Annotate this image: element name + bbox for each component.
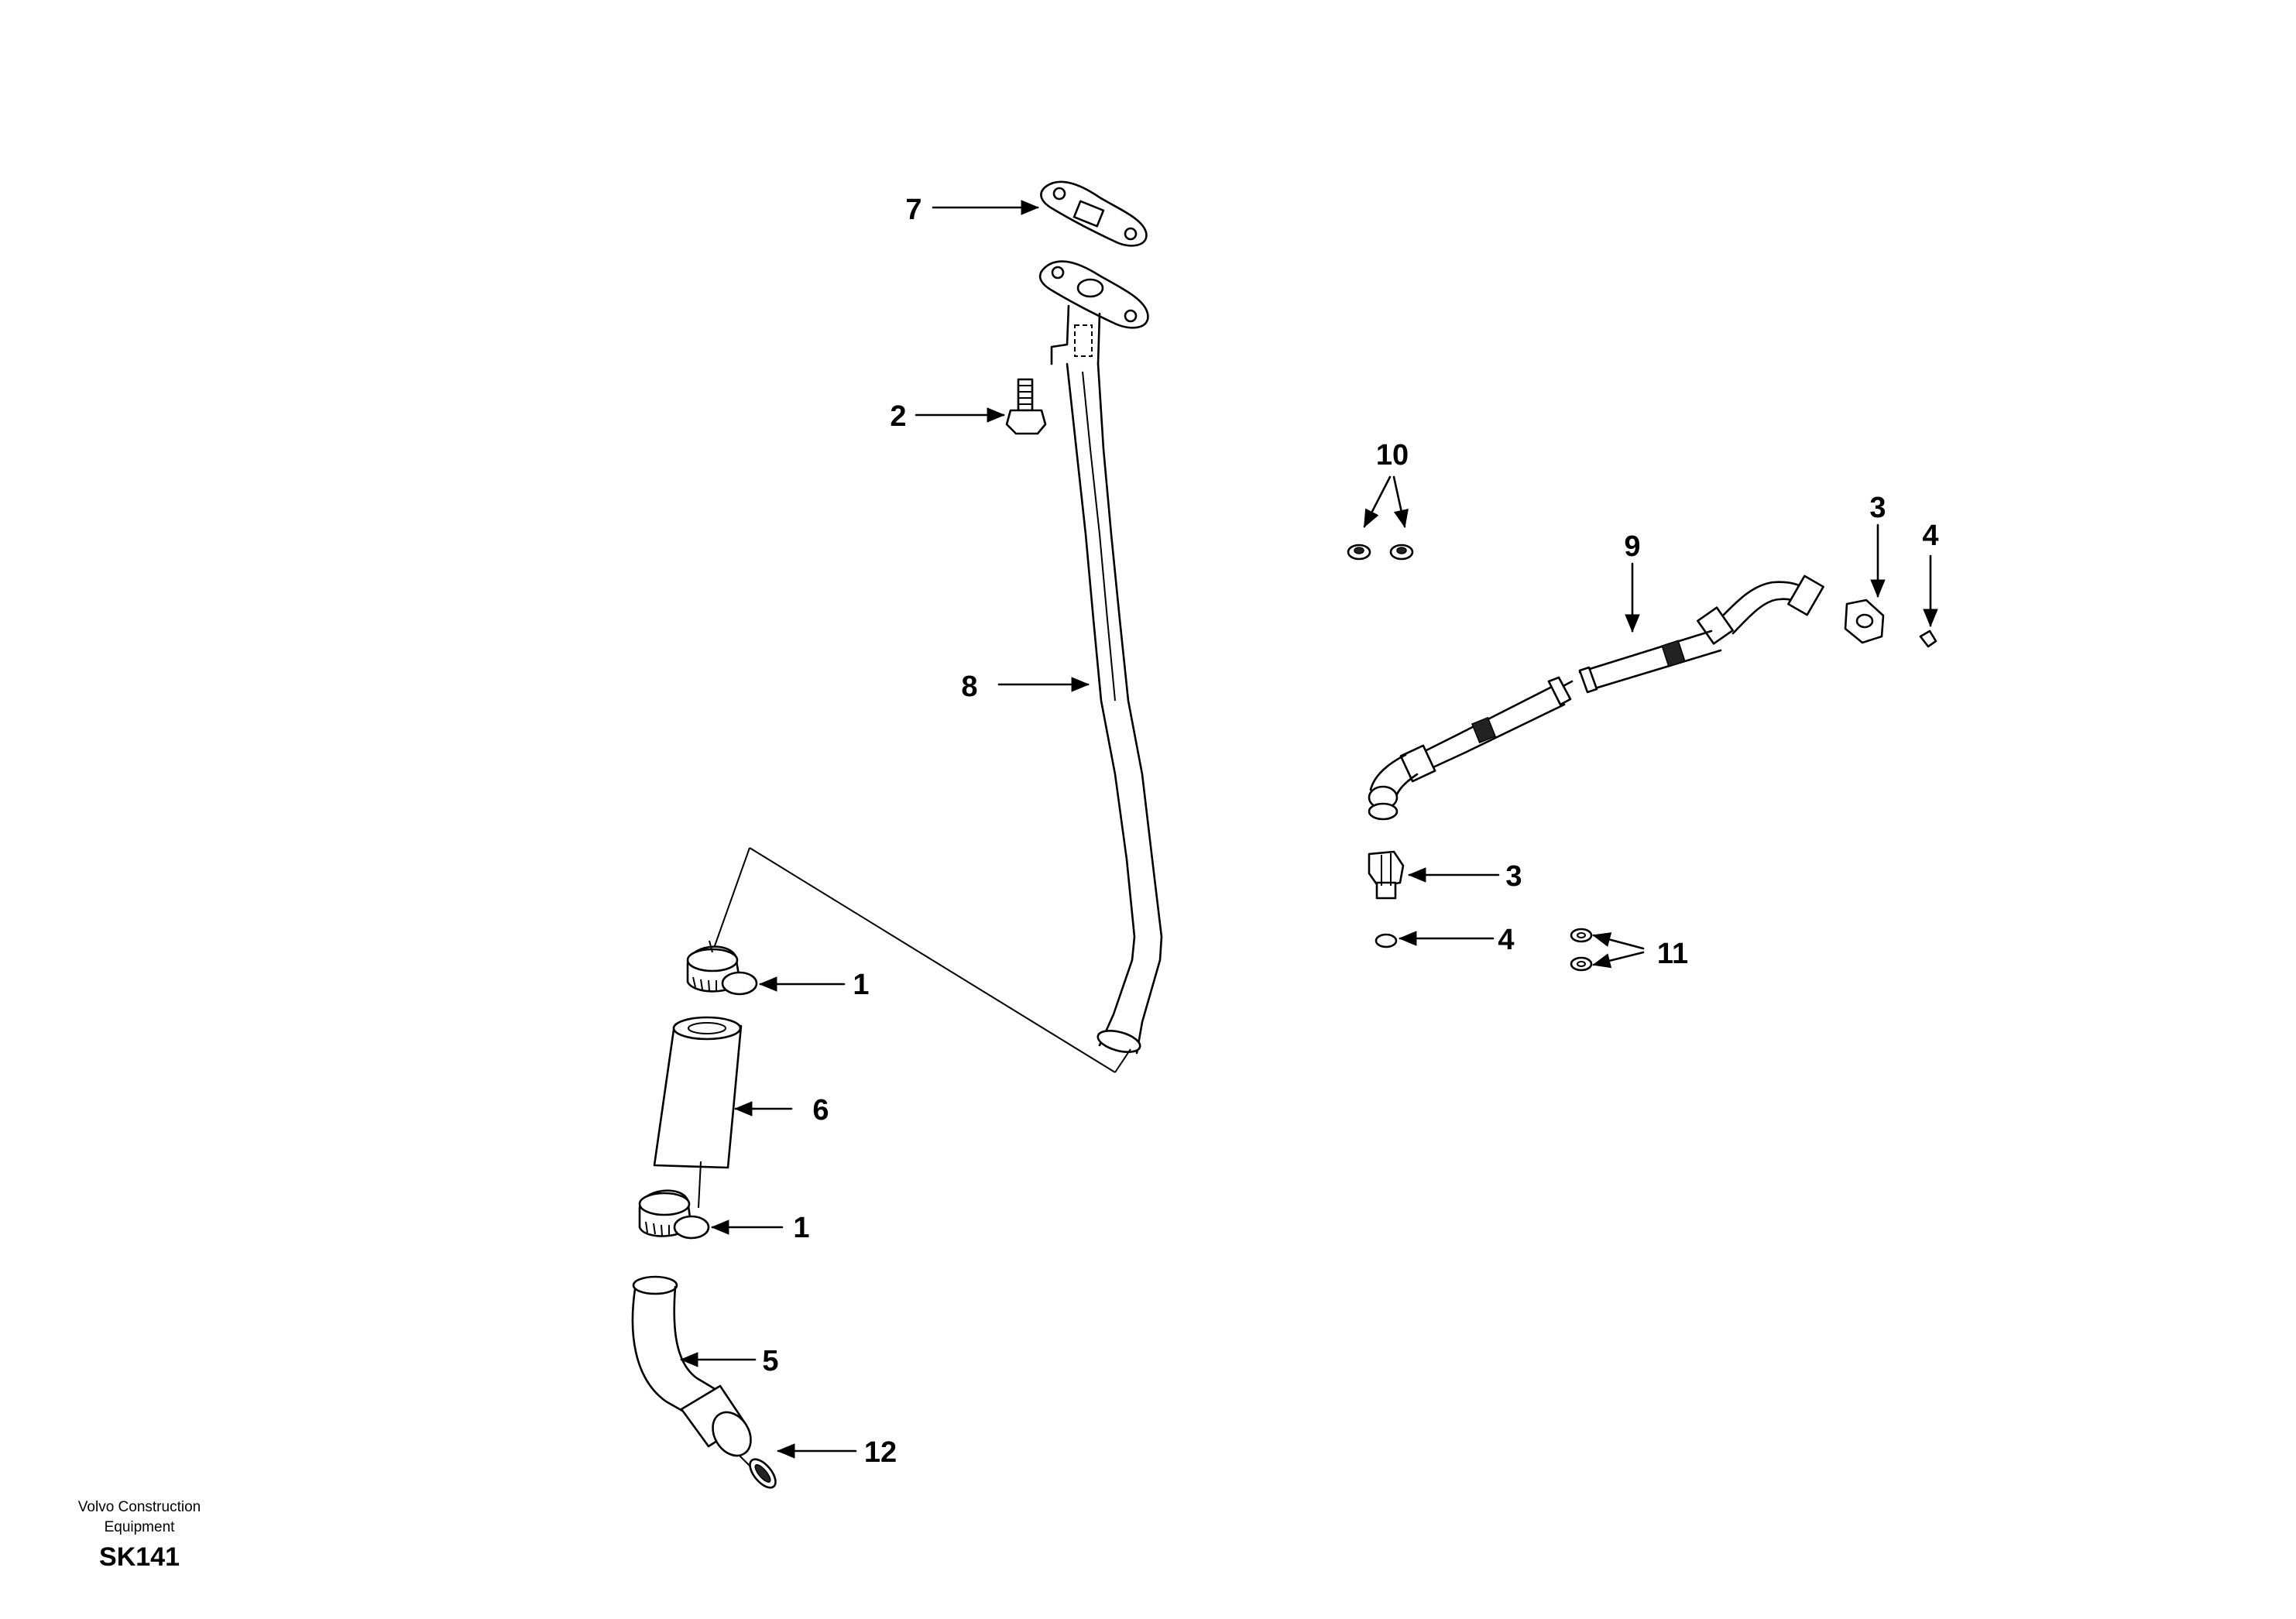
nut-part-3-right — [1844, 599, 1885, 644]
elbow-part-5 — [631, 1275, 756, 1472]
seal-part-4-right — [1919, 629, 1937, 648]
footer: Volvo Construction Equipment SK141 — [78, 1499, 201, 1572]
callout-2: 2 — [890, 400, 906, 433]
clamp-part-1-upper — [686, 945, 758, 996]
pipe-part-8 — [712, 260, 1163, 1073]
hose-part-6 — [653, 940, 743, 1209]
callout-10: 10 — [1376, 439, 1409, 472]
gasket-part-7 — [1040, 180, 1148, 247]
callout-6: 6 — [812, 1094, 829, 1127]
oring-part-12 — [749, 1458, 777, 1489]
leader-10b — [1392, 475, 1409, 528]
callout-1-lower: 1 — [793, 1212, 809, 1244]
callout-12: 12 — [864, 1436, 897, 1469]
leader-11b — [1592, 951, 1645, 969]
bolt-part-2 — [1005, 378, 1047, 435]
callout-11: 11 — [1657, 938, 1688, 970]
callout-8: 8 — [961, 671, 977, 703]
callout-3-right: 3 — [1869, 492, 1886, 524]
callout-3-lower: 3 — [1505, 860, 1522, 893]
footer-code: SK141 — [99, 1542, 180, 1572]
callout-4-lower: 4 — [1498, 924, 1514, 956]
nut-part-3-lower — [1368, 850, 1405, 900]
leader-lines — [680, 200, 1938, 1459]
leader-11a — [1592, 932, 1645, 950]
footer-company-line1: Volvo Construction — [78, 1499, 201, 1515]
washers-part-10 — [1347, 544, 1414, 561]
clamp-part-1-lower — [638, 1189, 710, 1240]
washers-part-11 — [1570, 928, 1593, 972]
callout-7: 7 — [905, 194, 921, 226]
callout-4-right: 4 — [1922, 520, 1938, 552]
seal-part-4-lower — [1375, 933, 1398, 948]
footer-company-line2: Equipment — [105, 1519, 176, 1535]
callout-9: 9 — [1624, 530, 1640, 563]
callout-labels: 7 2 10 3 4 9 8 3 4 11 1 6 1 5 12 — [762, 194, 1938, 1469]
line-part-9 — [1368, 575, 1824, 821]
callout-5: 5 — [762, 1345, 778, 1377]
leader-10a — [1363, 475, 1392, 528]
callout-1-upper: 1 — [853, 969, 869, 1001]
